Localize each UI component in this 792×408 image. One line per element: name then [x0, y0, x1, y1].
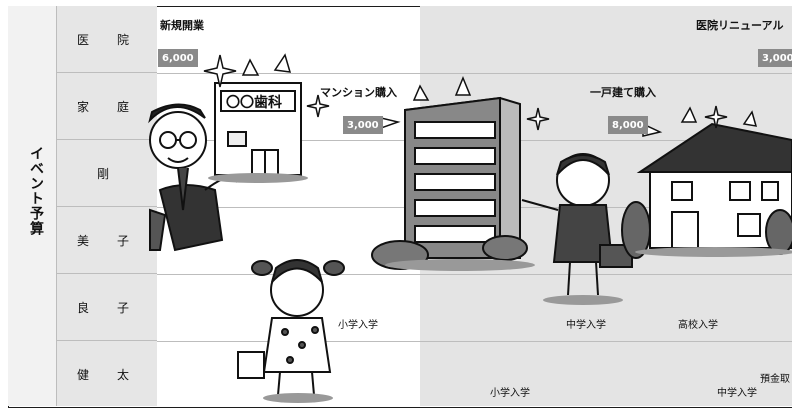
apartment-building-illustration	[371, 96, 535, 271]
sidebar-title-column: イベント予算	[8, 6, 57, 406]
milestone-yoshiko-middle: 中学入学	[566, 320, 606, 331]
milestone-kenta-middle: 中学入学	[717, 388, 757, 399]
milestone-kenta-elementary: 小学入学	[490, 388, 530, 399]
event-title-condo-purchase: マンション購入	[320, 86, 397, 99]
budget-value-clinic-opening: 6,000	[158, 49, 198, 67]
sidebar-title: イベント予算	[28, 146, 44, 236]
budget-value-clinic-renewal: 3,000	[758, 49, 792, 67]
row-divider	[157, 341, 792, 342]
budget-value-condo-purchase: 3,000	[343, 116, 383, 134]
event-title-house-purchase: 一戸建て購入	[590, 86, 656, 99]
budget-value-house-purchase: 8,000	[608, 116, 648, 134]
milestone-yoshiko-high: 高校入学	[678, 320, 718, 331]
row-divider	[157, 274, 792, 275]
clinic-sign: 〇〇歯科	[226, 94, 282, 110]
doctor-illustration	[148, 103, 246, 252]
sparkle-icon	[680, 105, 758, 129]
row-label-yumiko: 美 子	[57, 207, 157, 274]
row-label-yoshiko: 良 子	[57, 274, 157, 341]
sparkle-icon	[203, 53, 330, 118]
sparkle-icon	[412, 76, 550, 131]
clinic-building-illustration	[208, 82, 308, 183]
milestone-yoshiko-elementary: 小学入学	[338, 320, 378, 331]
row-divider	[157, 73, 792, 74]
row-labels-column: 医 院 家 庭 剛 美 子 良 子 健 太	[57, 6, 157, 406]
house-illustration	[621, 122, 792, 259]
row-label-clinic: 医 院	[57, 6, 157, 73]
boy-illustration	[521, 153, 633, 305]
row-label-tsuyoshi: 剛	[57, 140, 157, 207]
milestone-kenta-deposit: 預金取	[760, 374, 790, 385]
row-label-family: 家 庭	[57, 73, 157, 140]
row-label-kenta: 健 太	[76, 367, 137, 382]
event-title-clinic-renewal: 医院リニューアル	[696, 19, 784, 32]
girl-illustration	[237, 259, 345, 403]
event-title-clinic-opening: 新規開業	[160, 19, 204, 32]
